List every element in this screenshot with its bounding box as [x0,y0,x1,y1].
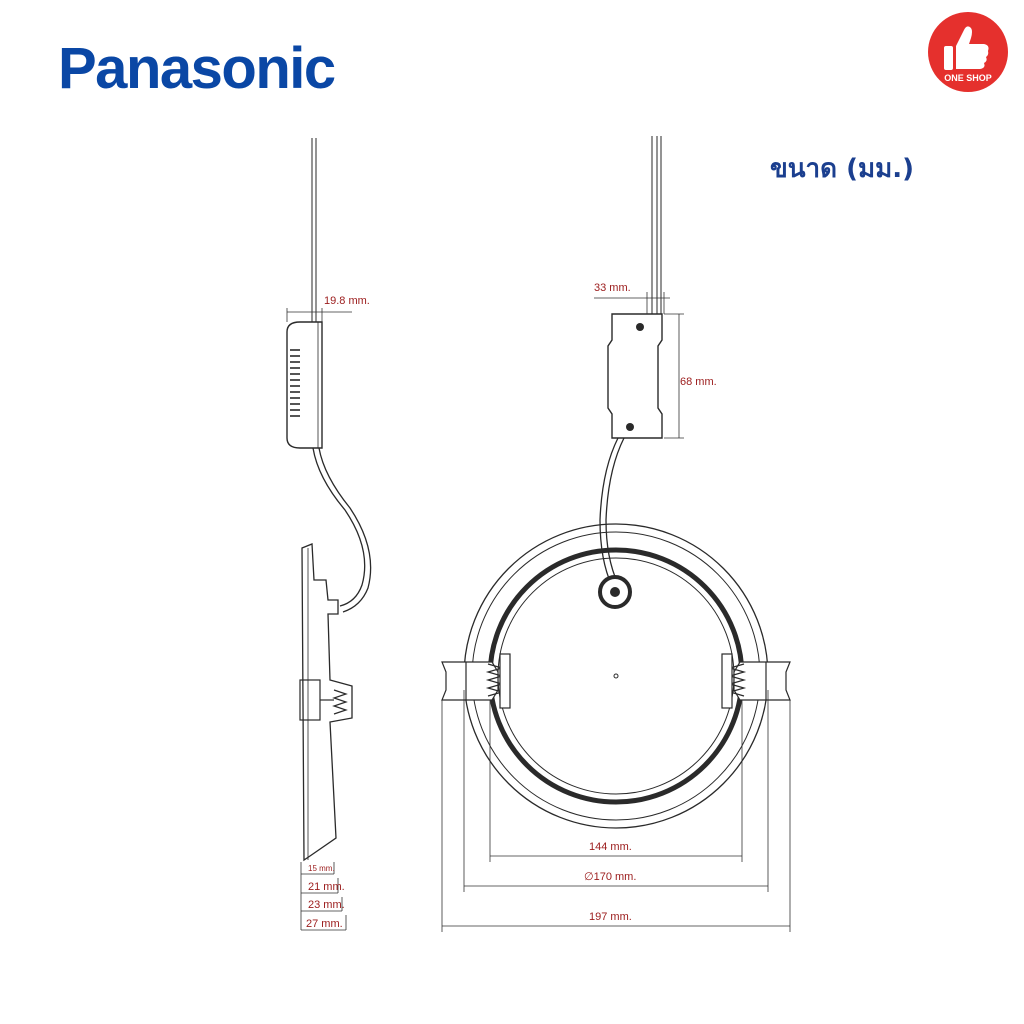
shop-badge-text: ONE SHOP [944,73,992,83]
driver-screw-top [636,323,644,331]
dim-cutout: 144 mm. [589,841,632,853]
front-driver-box [607,313,663,439]
side-luminaire-body [301,543,353,862]
thumbs-up-icon [944,26,989,70]
depth-dimensions: 15 mm. 21 mm. 23 mm. 27 mm. [300,862,347,931]
dim-overall-width: 197 mm. [589,911,632,923]
dim-ring-diameter: ∅170 mm. [584,871,636,883]
dim-driver-width: 33 mm. [594,282,631,294]
brand-logo: Panasonic [58,36,336,101]
dim-side-driver-depth: 19.8 mm. [324,295,370,307]
center-marker [613,673,619,679]
driver-vent-slots [290,349,300,417]
dim-depth-23: 23 mm. [308,899,345,911]
side-driver-box [286,321,323,449]
dim-depth-15: 15 mm. [308,864,335,873]
right-spring-clip [721,653,791,709]
driver-screw-bottom [626,423,634,431]
dim-driver-height: 68 mm. [680,376,717,388]
front-view: 33 mm. 68 mm. [441,136,791,932]
one-shop-logo: ONE SHOP [928,12,1008,92]
side-view: 19.8 mm. 15 mm. 21 mm. 23 mm. 27 mm. [286,138,372,931]
dim-depth-21: 21 mm. [308,881,345,893]
left-spring-clip [441,653,511,709]
dim-depth-27: 27 mm. [306,918,343,930]
side-spring-clip [299,679,348,721]
front-cable [599,437,619,587]
side-cable [312,447,366,607]
size-title: ขนาด (มม.) [770,154,915,184]
